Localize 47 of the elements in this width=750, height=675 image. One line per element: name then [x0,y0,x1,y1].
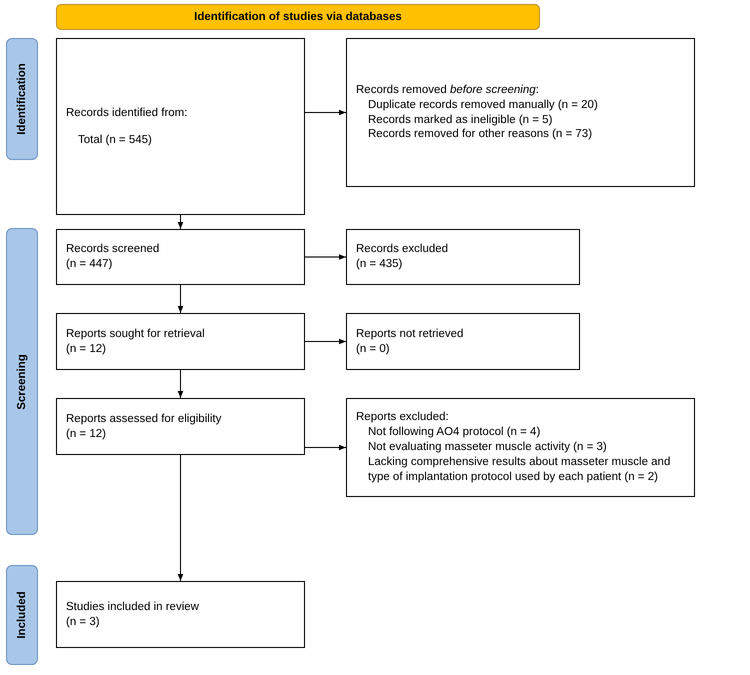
process-box [56,398,305,455]
box-text: (n = 12) [66,342,107,356]
box-text: Records marked as ineligible (n = 5) [367,112,554,128]
box-heading: Reports assessed for eligibility [66,412,222,426]
phase-band [6,228,38,535]
arrow [178,454,184,582]
phase-band [6,38,38,160]
box-text: Total (n = 545) [77,132,153,148]
box-text: Not evaluating masseter muscle activity (n = 3) [367,440,608,455]
arrow [304,338,346,344]
box-heading: Studies included in review [66,600,200,614]
box-text: Records removed for other reasons (n = 73) [367,127,594,142]
box-heading: Records identified from: [66,106,188,120]
box-heading: Reports excluded: [356,410,450,426]
box-heading: Records removed before screening: [356,82,540,98]
phase-band [6,565,38,665]
box-text: (n = 447) [66,257,114,272]
arrow [304,110,346,116]
process-box [56,38,305,215]
box-heading: Records screened [66,242,160,257]
box-text: (n = 0) [356,342,391,356]
process-box [56,313,305,370]
arrow [178,214,184,230]
process-box [346,229,580,285]
box-text: Duplicate records removed manually (n = 20) [367,98,599,112]
box-heading: Reports sought for retrieval [66,326,206,342]
process-box [56,581,305,648]
process-box [346,38,695,187]
process-box [56,229,305,285]
box-text: Lacking comprehensive results about masseter muscle and type of implantation protocol used by each patient (n = 2) [367,454,672,485]
box-text: (n = 435) [356,257,404,272]
phase-label: Identification [16,63,28,135]
header-text: Identification of studies via databases [194,11,402,23]
phase-label: Screening [16,354,28,410]
box-heading: Records excluded [356,242,450,257]
box-text: (n = 12) [66,426,107,442]
box-text: (n = 3) [66,614,101,630]
phase-label: Included [16,591,28,639]
box-text: Not following AO4 protocol (n = 4) [367,425,542,440]
arrow [178,284,184,314]
arrow [304,254,346,260]
process-box [346,398,695,497]
arrow [178,370,184,398]
arrow [304,444,346,450]
section-header [56,4,540,30]
box-heading: Reports not retrieved [356,326,464,342]
process-box [346,313,580,370]
